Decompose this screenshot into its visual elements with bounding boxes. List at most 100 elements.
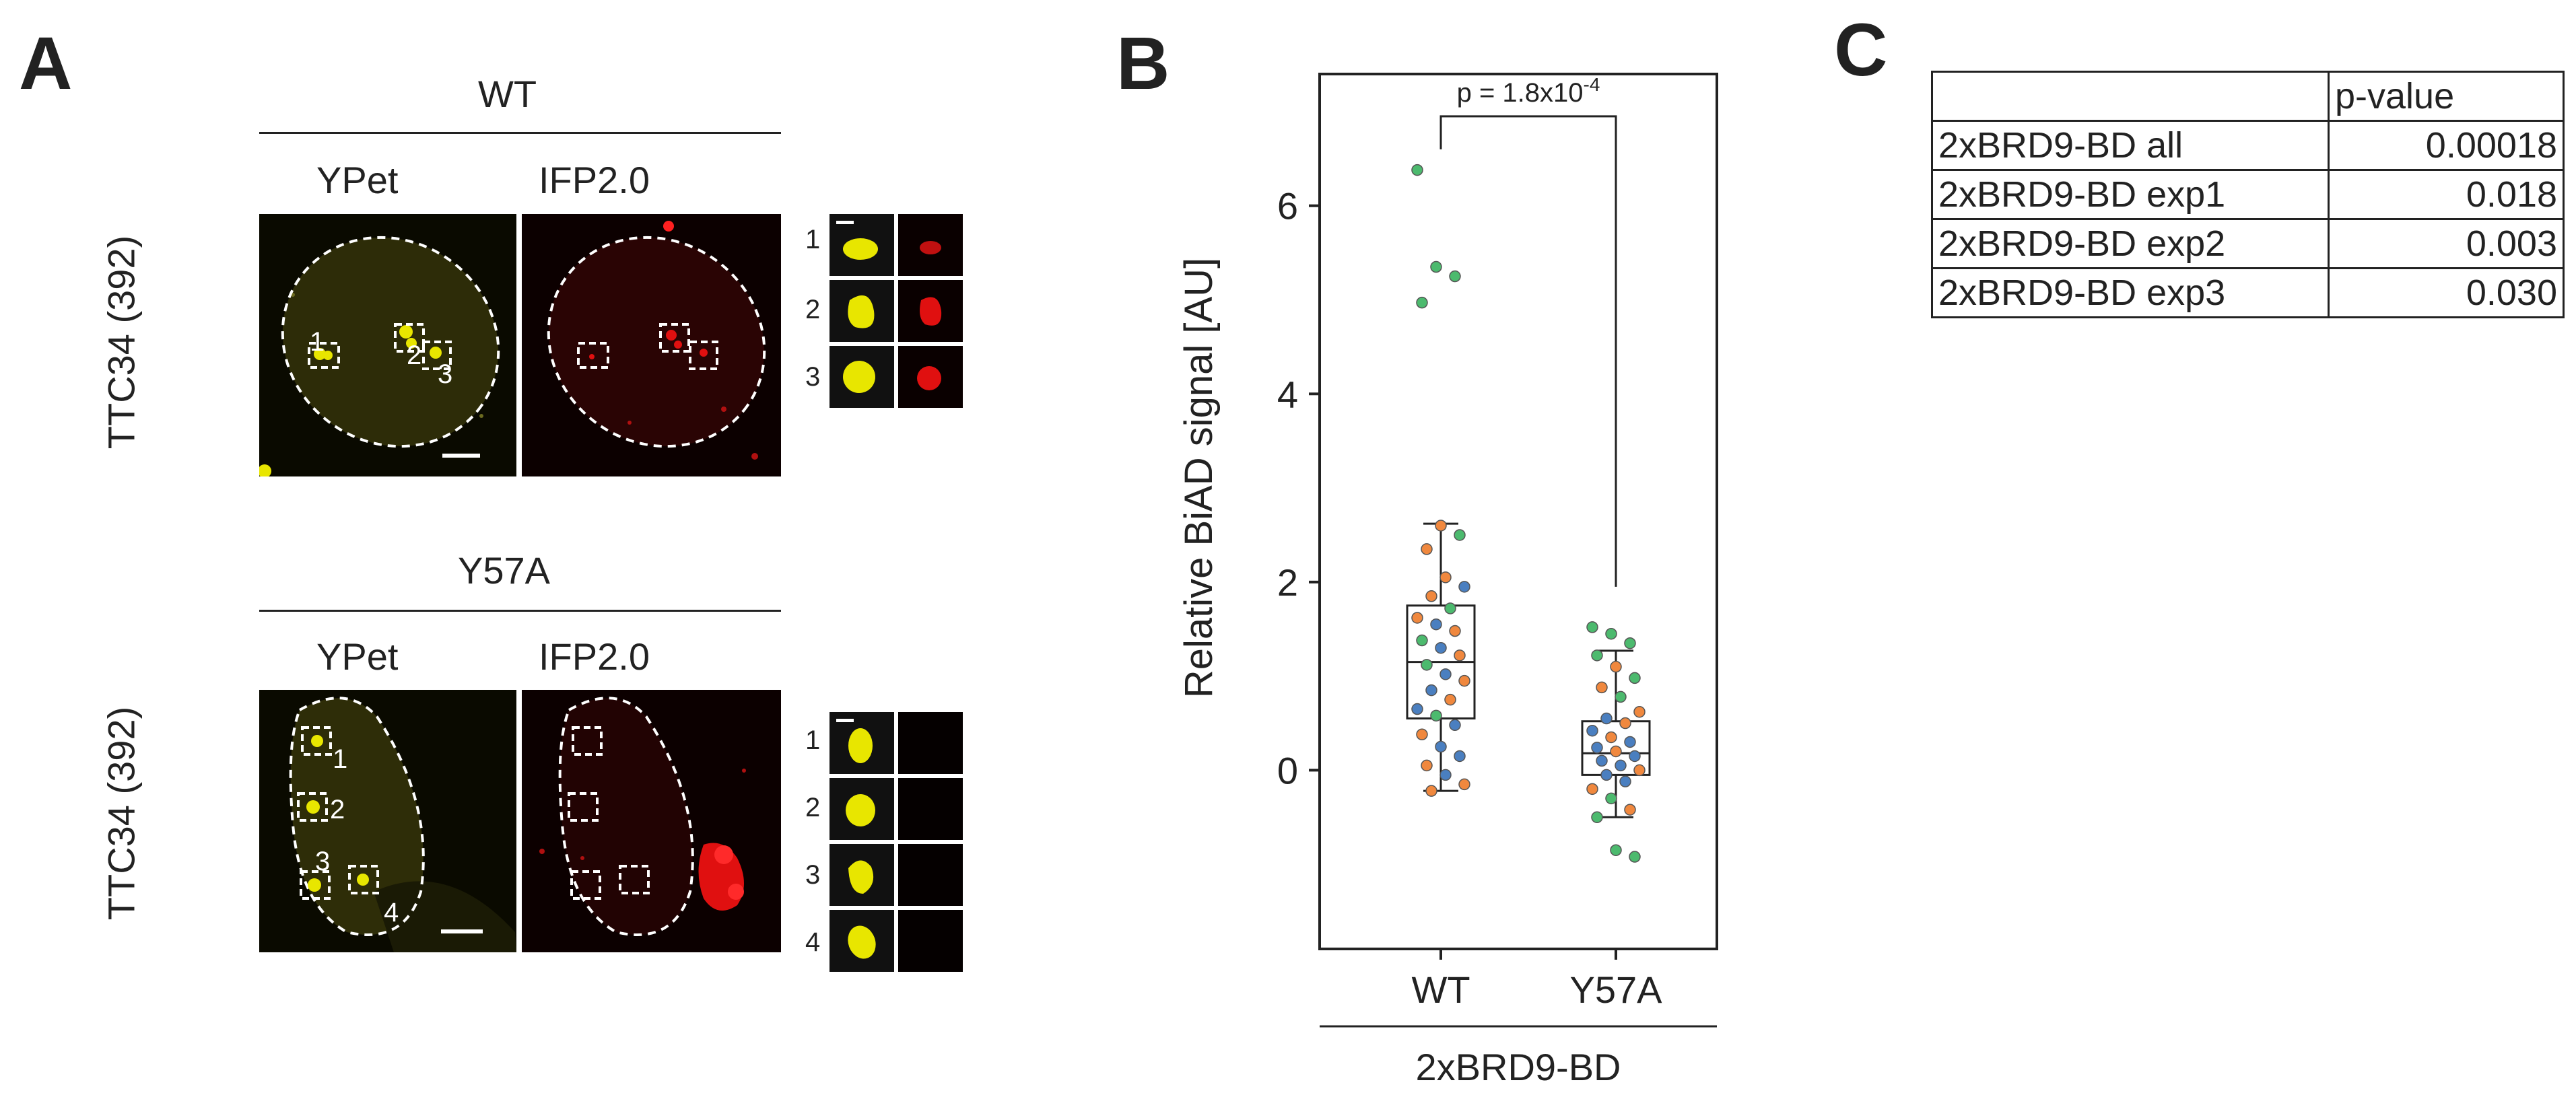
data-point	[1591, 811, 1603, 824]
data-point	[1596, 754, 1608, 767]
data-point	[1439, 769, 1452, 781]
micrograph-ifp-y57a	[522, 690, 781, 952]
data-point	[1610, 745, 1622, 758]
inset-ifp-y57a-4	[898, 910, 963, 972]
x-tick-label: Y57A	[1570, 968, 1663, 1011]
p-value-exponent: -4	[1584, 74, 1600, 95]
y-tick-label: 0	[1277, 749, 1298, 791]
table-cell-value: 0.030	[2328, 267, 2565, 318]
data-point	[1633, 764, 1646, 777]
inset-number-y57a-4: 4	[805, 927, 821, 957]
data-point	[1439, 668, 1452, 680]
table-cell-value: 0.003	[2328, 218, 2565, 269]
inset-number-y57a-2: 2	[805, 793, 821, 822]
inset-ypet-wt-1	[829, 214, 894, 276]
data-point	[1586, 724, 1598, 737]
data-point	[1624, 736, 1636, 748]
y-axis-label: Relative BiAD signal [AU]	[1177, 258, 1221, 698]
data-point	[1586, 621, 1598, 633]
data-point	[1435, 641, 1447, 654]
data-point	[1425, 684, 1437, 697]
inset-ifp-wt-2	[898, 280, 963, 342]
y-tick-label: 2	[1277, 561, 1298, 604]
data-point	[1430, 618, 1442, 631]
data-point	[1416, 728, 1428, 741]
data-point	[1615, 691, 1627, 703]
data-point	[1458, 581, 1470, 593]
data-point	[1619, 775, 1631, 787]
inset-ypet-y57a-1	[829, 712, 894, 774]
roi-number-y57a-2: 2	[330, 795, 345, 824]
channel-label-ypet-top: YPet	[316, 159, 399, 201]
data-point	[1605, 792, 1617, 805]
plot-frame	[1318, 73, 1718, 950]
data-point	[1449, 270, 1461, 283]
data-points	[1411, 164, 1646, 863]
inset-ifp-y57a-2	[898, 778, 963, 840]
table-row: 2xBRD9-BD exp3 0.030	[1931, 267, 2565, 318]
x-axis-label: 2xBRD9-BD	[1416, 1046, 1621, 1088]
data-point	[1591, 742, 1603, 754]
roi-number-y57a-4: 4	[384, 898, 399, 927]
data-point	[1629, 851, 1641, 863]
table-cell-value: 0.00018	[2328, 120, 2565, 171]
inset-ypet-wt-2	[829, 280, 894, 342]
inset-ypet-y57a-4	[829, 910, 894, 972]
y-tick-label: 6	[1277, 185, 1298, 227]
data-point	[1586, 783, 1598, 795]
table-cell-label: 2xBRD9-BD all	[1931, 120, 2330, 171]
data-point	[1600, 712, 1613, 725]
data-point	[1619, 717, 1631, 730]
data-point	[1454, 649, 1466, 662]
condition-underline-y57a	[259, 610, 781, 612]
data-point	[1444, 602, 1456, 614]
data-point	[1411, 612, 1423, 624]
data-point	[1425, 590, 1437, 602]
roi-number-wt-3: 3	[438, 359, 453, 389]
data-point	[1610, 660, 1622, 673]
data-point	[1421, 543, 1433, 555]
condition-label-wt: WT	[478, 73, 537, 115]
data-point	[1411, 703, 1423, 715]
inset-ypet-y57a-2	[829, 778, 894, 840]
data-point	[1439, 571, 1452, 583]
inset-number-y57a-1: 1	[805, 726, 821, 755]
table-cell-label: 2xBRD9-BD exp1	[1931, 169, 2330, 220]
data-point	[1416, 296, 1428, 309]
data-point	[1610, 844, 1622, 856]
roi-number-wt-1: 1	[310, 327, 325, 357]
data-point	[1633, 705, 1646, 718]
data-point	[1629, 750, 1641, 763]
data-point	[1624, 804, 1636, 816]
data-point	[1449, 719, 1461, 732]
roi-number-wt-2: 2	[407, 341, 422, 370]
row-label-top: TTC34 (392)	[100, 235, 143, 450]
inset-ifp-y57a-3	[898, 844, 963, 906]
inset-ypet-y57a-3	[829, 844, 894, 906]
inset-number-y57a-3: 3	[805, 860, 821, 890]
data-point	[1458, 778, 1470, 791]
panel-label-b: B	[1116, 22, 1170, 105]
data-point	[1435, 740, 1447, 753]
table-cell-label: 2xBRD9-BD exp3	[1931, 267, 2330, 318]
data-point	[1624, 637, 1636, 649]
data-point	[1629, 672, 1641, 684]
data-point	[1421, 759, 1433, 772]
data-point	[1454, 529, 1466, 541]
data-point	[1454, 750, 1466, 763]
data-point	[1416, 634, 1428, 647]
panel-label-c: C	[1834, 9, 1888, 92]
table-header-empty	[1931, 71, 2330, 122]
data-point	[1430, 709, 1442, 722]
inset-ifp-wt-1	[898, 214, 963, 276]
micrograph-ypet-y57a	[259, 690, 516, 952]
data-point	[1591, 649, 1603, 662]
p-value-annotation: p = 1.8x10-4	[1457, 74, 1600, 108]
data-point	[1596, 681, 1608, 694]
p-value-base: p = 1.8x10	[1457, 78, 1584, 108]
micrograph-ypet-wt	[259, 214, 516, 476]
data-point	[1605, 627, 1617, 640]
table-row: 2xBRD9-BD all 0.00018	[1931, 120, 2565, 171]
